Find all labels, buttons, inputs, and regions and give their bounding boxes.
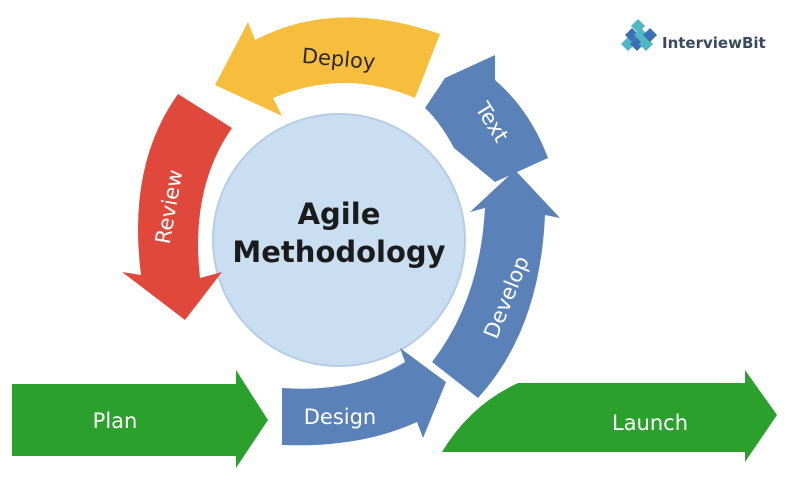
interviewbit-logo-icon	[621, 19, 657, 51]
launch-arrow	[442, 370, 777, 462]
plan-label: Plan	[93, 409, 138, 433]
launch-label: Launch	[612, 411, 688, 435]
develop-arrow	[432, 170, 560, 398]
review-arrow	[122, 94, 232, 320]
brand-logo: InterviewBit	[621, 19, 766, 52]
center-title-line1: Agile	[298, 197, 381, 231]
design-label: Design	[304, 405, 377, 429]
plan-arrow	[12, 370, 268, 468]
brand-logo-text: InterviewBit	[662, 34, 766, 52]
design-arrow	[282, 348, 446, 446]
deploy-arrow	[215, 17, 440, 117]
center-circle	[212, 113, 466, 367]
center-title-line2: Methodology	[232, 235, 445, 269]
text-arrow	[425, 55, 548, 182]
